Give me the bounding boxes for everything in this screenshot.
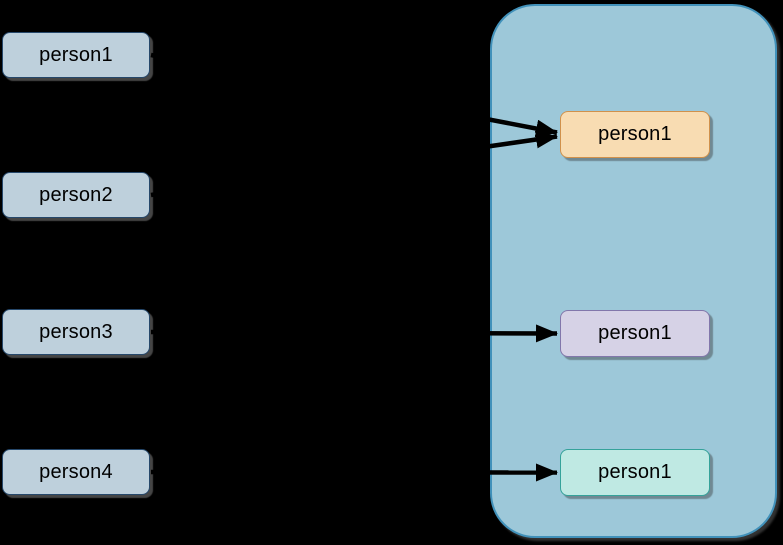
node-person3: person3 [2, 309, 150, 355]
node-group-person1-teal: person1 [560, 449, 710, 496]
node-person4-label: person4 [39, 460, 113, 483]
node-person2-label: person2 [39, 183, 113, 206]
node-person1: person1 [2, 32, 150, 78]
group-node-teal-label: person1 [598, 461, 672, 483]
node-person4: person4 [2, 449, 150, 495]
node-group-person1-orange: person1 [560, 111, 710, 158]
node-person1-label: person1 [39, 43, 113, 66]
node-group-person1-purple: person1 [560, 310, 710, 357]
node-person3-label: person3 [39, 320, 113, 343]
group-node-orange-label: person1 [598, 123, 672, 145]
node-person2: person2 [2, 172, 150, 218]
group-node-purple-label: person1 [598, 322, 672, 344]
